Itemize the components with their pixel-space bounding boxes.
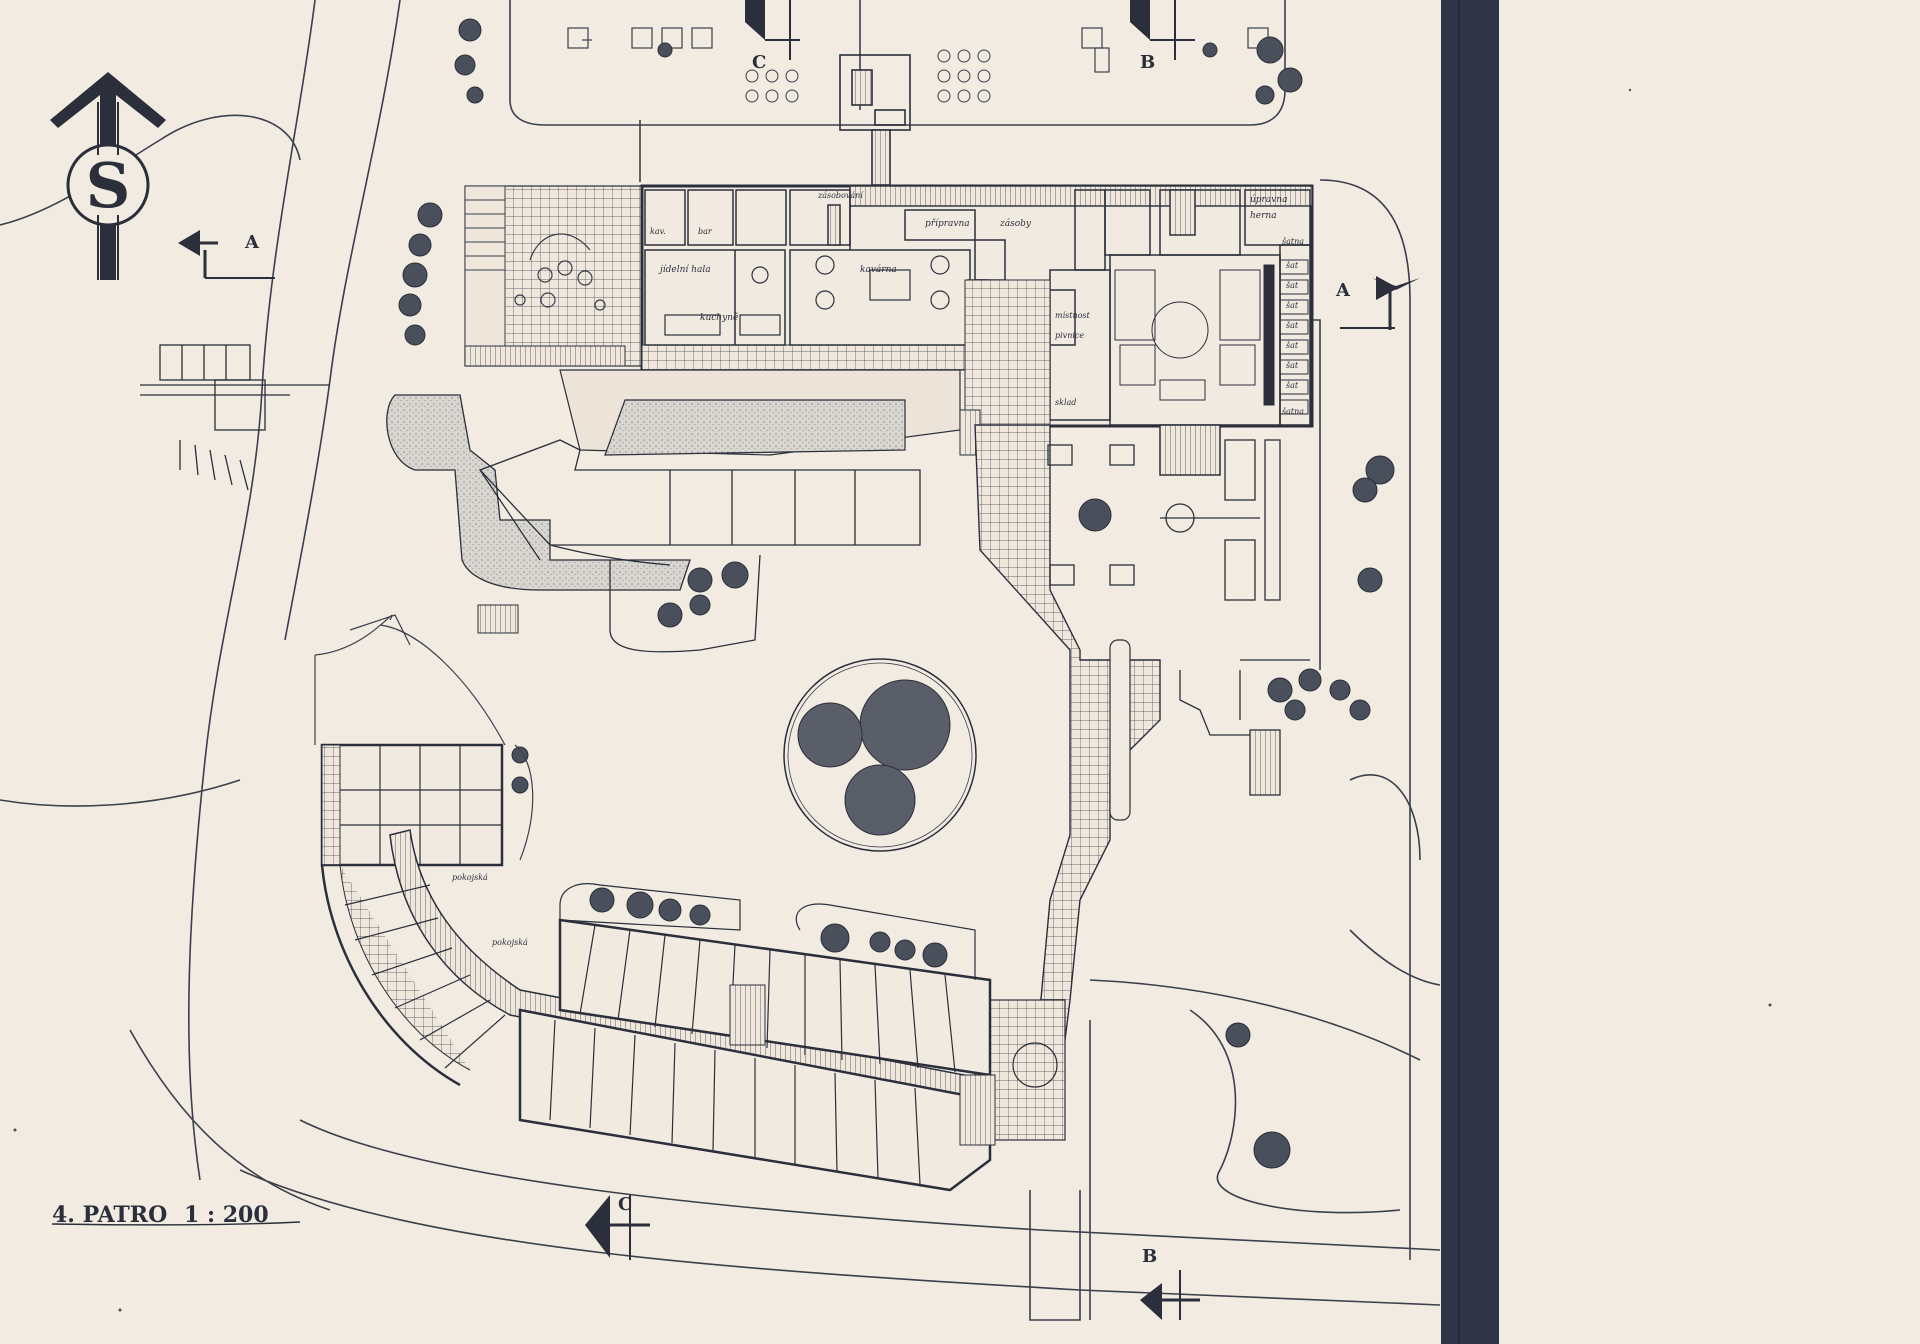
room-labels: jídelní hala kuchyně kav. bar kavárna zá…: [452, 191, 1304, 947]
section-label-b-top: B: [1140, 52, 1155, 73]
label-satna-top: šatna: [1282, 237, 1304, 246]
trees: [398, 18, 1395, 1169]
label-sat-4: šat: [1286, 321, 1299, 330]
drawing-title: 4. PATRO 1 : 200: [51, 1202, 301, 1228]
label-pokojska-1: pokojská: [452, 873, 488, 882]
label-pokojska-2: pokojská: [492, 938, 528, 947]
central-planter: [783, 658, 977, 852]
north-emblem: S: [86, 149, 131, 222]
label-pripravna: přípravna: [925, 218, 970, 229]
promenade-strip: [1109, 639, 1131, 821]
label-jidelna: jídelní hala: [658, 264, 711, 275]
east-stair: [1179, 659, 1310, 796]
section-marker-b-top: B: [1130, 0, 1195, 73]
label-kavarna: kavárna: [860, 264, 897, 275]
label-pivnice: pivnice: [1055, 331, 1084, 340]
label-sat-3: šat: [1286, 301, 1299, 310]
guest-wing: [320, 743, 1058, 1192]
border-band: [1441, 0, 1499, 1344]
courtyard-block: [478, 439, 921, 653]
section-marker-c-top: C: [745, 0, 800, 73]
label-bar: bar: [698, 227, 713, 236]
entrance-pavilion: [839, 54, 911, 186]
section-marker-a-right: A: [1335, 276, 1420, 330]
label-mistnost: místnost: [1055, 311, 1091, 320]
promenade: [974, 424, 1161, 1092]
section-marker-a-left: A: [178, 230, 275, 279]
east-planters: [1047, 439, 1281, 601]
label-kuchyne: kuchyně: [700, 312, 739, 323]
label-sat-7: šat: [1286, 381, 1299, 390]
label-sat-2: šat: [1286, 281, 1299, 290]
paper-specks: [13, 88, 1772, 1312]
label-zasobovani: zásobování: [817, 191, 864, 200]
section-label-a-left: A: [244, 232, 260, 253]
section-label-c-bottom: C: [618, 1194, 632, 1215]
label-upravna: úpravna: [1250, 194, 1287, 205]
label-sat-5: šat: [1286, 341, 1299, 350]
section-label-c-top: C: [752, 52, 766, 73]
cafe-tables: [745, 49, 991, 103]
label-sat-6: šat: [1286, 361, 1299, 370]
label-herna: herna: [1250, 211, 1277, 221]
stipple-terrace: [386, 394, 691, 591]
north-arrow: S: [50, 72, 166, 280]
top-garden: [567, 27, 1269, 73]
section-marker-c-bottom: C: [585, 1194, 650, 1260]
label-zasoby: zásoby: [999, 218, 1032, 229]
wing-planter: [559, 883, 741, 931]
label-sat-1: šat: [1286, 261, 1299, 270]
stair-left: [477, 604, 519, 634]
section-marker-b-bottom: B: [1140, 1246, 1200, 1320]
label-satna-bottom: šatna: [1282, 407, 1304, 416]
label-sklad: sklad: [1055, 398, 1076, 407]
west-entrance: [140, 344, 330, 491]
section-label-a-right: A: [1335, 280, 1351, 301]
section-label-b-bottom: B: [1142, 1246, 1157, 1267]
label-kav: kav.: [650, 227, 666, 236]
main-building: [464, 184, 1314, 476]
